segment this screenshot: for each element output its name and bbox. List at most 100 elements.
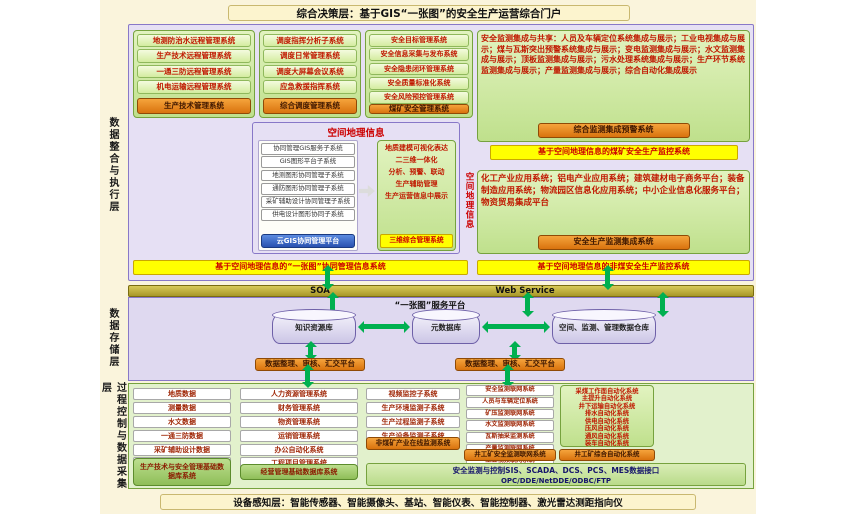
management-list: 人力资源管理系统财务管理系统物资管理系统运销管理系统办公自动化系统工程项目管理系… [240,388,358,470]
list-item: 调度指挥分析子系统 [263,34,357,48]
gis-core-box: 地质建模可视化表达二三维一体化分析、预警、联动生产辅助管理生产运营信息中展示 三… [377,140,456,251]
safety-list: 安全目标管理系统安全信息采集与发布系统安全隐患闭环管理系统安全质量标准化系统安全… [369,34,469,104]
double-arrow-icon [304,341,317,361]
list-item: 安全信息采集与发布系统 [369,48,469,61]
industry-apps-box: 化工产业应用系统；铝电产业应用系统；建筑建材电子商务平台；装备制造应用系统；物流… [477,170,750,254]
noncoal-banner: 基于空间地理信息的非煤安全生产监控系统 [477,260,750,275]
list-item: 一通三防远程管理系统 [137,64,251,79]
network-footer-button: 井工矿安全监测联网系统 [464,449,556,461]
list-item: 办公自动化系统 [240,443,358,456]
automation-box: 采煤工作面自动化系统主提升自动化系统井下运输自动化系统排水自动化系统供电自动化系… [560,385,654,447]
automation-footer-button: 井工矿综合自动化系统 [559,449,655,461]
device-layer-banner: 设备感知层：智能传感器、智能摄像头、基站、智能仪表、智能控制器、激光雷达测距指向… [160,494,696,510]
cylinder-label: 空间、监测、管理数据仓库 [559,323,649,332]
interface-line2: OPC/DDE/NetDDE/ODBC/FTP [500,476,612,485]
list-item: 调度大屏幕会议系统 [263,64,357,79]
layer-label-process: 过程控制与数据采集层 [99,382,126,490]
double-arrow-icon [321,265,334,290]
left-right-arrow-icon [358,320,410,333]
list-item: 瓦斯抽采监测系统 [466,432,554,444]
list-item: 装车自动化系统 [584,439,630,447]
list-item: 生产技术远程管理系统 [137,49,251,63]
left-right-arrow-icon [482,320,550,333]
list-item: 安全风险预控管理系统 [369,91,469,104]
gis-vertical-label: 空间地理信息 [464,171,474,229]
list-item: 财务管理系统 [240,401,358,415]
industry-footer-button: 安全生产监测集成系统 [537,235,690,250]
noncoal-footer-button: 非煤矿产业在线监测系统 [366,437,460,450]
dispatch-footer-button: 综合调度管理系统 [263,98,357,114]
list-item: 压风自动化系统 [584,425,630,433]
monitoring-text: 安全监测集成与共享：人员及车辆定位系统集成与展示；工业电视集成与展示；煤与瓦斯突… [481,34,745,75]
list-item: 协同管理GIS服务子系统 [261,143,355,155]
list-item: 排水自动化系统 [584,410,630,418]
list-item: 一通三防数据 [133,429,231,443]
metadata-db-cylinder: 元数据库 [412,309,480,344]
list-item: 井下运输自动化系统 [578,402,636,410]
gis-core-list: 地质建模可视化表达二三维一体化分析、预警、联动生产辅助管理生产运营信息中展示 [380,143,453,202]
double-arrow-icon [601,265,614,290]
onemap-platform-label: “一张图”服务平台 [394,301,466,311]
soa-label: SOA [310,286,330,296]
list-item: 供电自动化系统 [584,417,630,425]
noncoal-monitor-list: 视频监控子系统生产环境监测子系统生产过程监测子系统生产设备监测子系统 [366,388,460,443]
webservice-label: Web Service [495,286,555,296]
list-item: 安全目标管理系统 [369,34,469,47]
list-item: 主提升自动化系统 [581,395,633,403]
list-item: 安全质量标准化系统 [369,76,469,90]
safety-footer-button: 煤矿安全管理系统 [369,103,469,114]
cylinder-label: 元数据库 [431,323,461,332]
layer-label-integration: 数据整合与执行层 [107,117,118,213]
coal-monitor-banner: 基于空间地理信息的煤矿安全生产监控系统 [490,145,738,160]
list-item: 地质建模可视化表达 [385,144,448,152]
dispatch-list: 调度指挥分析子系统调度日常管理系统调度大屏幕会议系统应急救援指挥系统 [263,34,357,94]
safety-box: 安全目标管理系统安全信息采集与发布系统安全隐患闭环管理系统安全质量标准化系统安全… [365,30,473,118]
list-item: 调度日常管理系统 [263,49,357,63]
list-item: 物资管理系统 [240,415,358,429]
soa-bus-bar [128,285,754,297]
production-tech-list: 地测防治水远程管理系统生产技术远程管理系统一通三防远程管理系统机电运输远程管理系… [137,34,251,94]
tech-db-footer-button: 生产技术与安全管理基础数据库系统 [133,458,231,486]
industry-text: 化工产业应用系统；铝电产业应用系统；建筑建材电子商务平台；装备制造应用系统；物流… [481,174,745,208]
list-item: 运销管理系统 [240,429,358,443]
cylinder-label: 知识资源库 [295,323,333,332]
double-arrow-icon [656,292,669,317]
gis-title: 空间地理信息 [327,128,385,139]
double-arrow-icon [521,292,534,317]
interface-bar: 安全监测与控制SIS、SCADA、DCS、PCS、MES数据接口 OPC/DDE… [366,463,746,486]
list-item: 水文监测联网系统 [466,420,554,432]
production-tech-footer-button: 生产技术管理系统 [137,98,251,114]
monitoring-footer-button: 综合监测集成预警系统 [537,123,690,138]
list-item: 采煤工作面自动化系统 [575,388,639,395]
3d-system-button: 三维综合管理系统 [380,234,453,248]
list-item: 安全监测联网系统 [466,385,554,396]
double-arrow-icon [508,341,521,361]
list-item: 矿压监测联网系统 [466,408,554,420]
list-item: 通防图形协同管理子系统 [261,182,355,195]
list-item: 机电运输远程管理系统 [137,80,251,94]
list-item: 生产环境监测子系统 [366,401,460,415]
decision-layer-banner: 综合决策层：基于GIS“一张图”的安全生产运营综合门户 [228,5,630,21]
list-item: 地测防治水远程管理系统 [137,34,251,48]
list-item: 分析、预警、联动 [388,168,445,177]
list-item: 供电设计图形协同子系统 [261,209,355,222]
list-item: 二三维一体化 [395,156,438,165]
list-item: 采矿辅助设计数据 [133,443,231,456]
list-item: 地测图形协同管理子系统 [261,169,355,182]
list-item: 采矿辅助设计协同管理子系统 [261,196,355,208]
list-item: 测量数据 [133,401,231,415]
monitoring-integration-box: 安全监测集成与共享：人员及车辆定位系统集成与展示；工业电视集成与展示；煤与瓦斯突… [477,30,750,142]
list-item: 人力资源管理系统 [240,388,358,401]
knowledge-db-cylinder: 知识资源库 [272,309,356,344]
list-item: 安全隐患闭环管理系统 [369,62,469,76]
interface-line1: 安全监测与控制SIS、SCADA、DCS、PCS、MES数据接口 [452,465,660,475]
list-item: 生产辅助管理 [395,180,438,189]
management-db-footer-button: 经营管理基础数据库系统 [240,464,358,480]
warehouse-db-cylinder: 空间、监测、管理数据仓库 [552,309,656,344]
double-arrow-icon [301,364,314,388]
list-item: 应急救援指挥系统 [263,80,357,94]
production-tech-box: 地测防治水远程管理系统生产技术远程管理系统一通三防远程管理系统机电运输远程管理系… [133,30,255,118]
